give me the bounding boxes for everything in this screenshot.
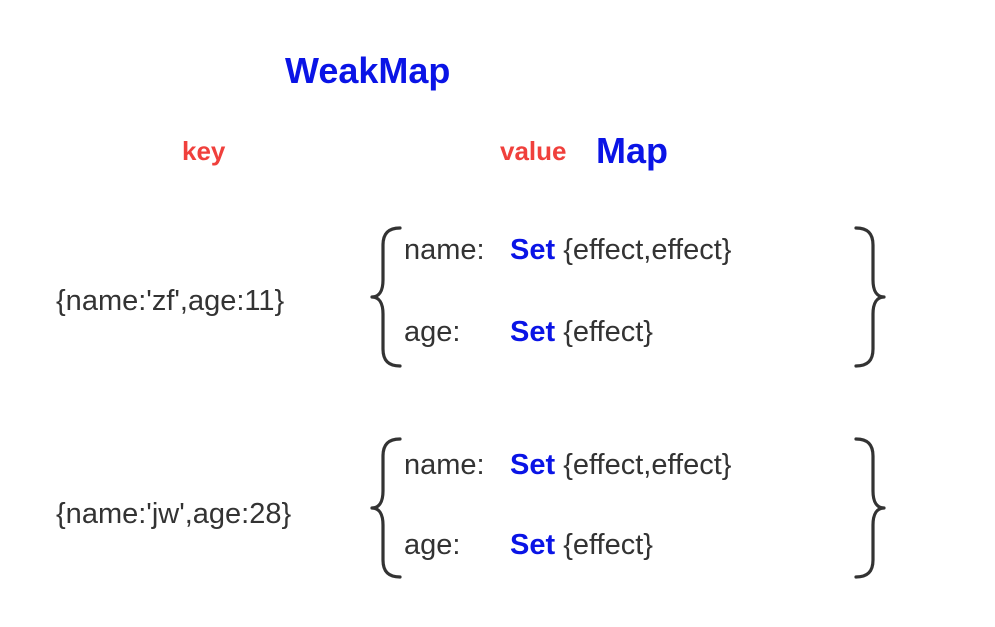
set-keyword: Set (510, 449, 556, 481)
set-values: {effect,effect} (563, 449, 732, 481)
diagram-title: WeakMap (285, 50, 451, 91)
map-property-key: name: (404, 449, 485, 481)
map-row-name: name: Set {effect,effect} (404, 234, 731, 267)
map-property-key: age: (404, 529, 461, 561)
map-row-age: age: Set {effect} (404, 316, 653, 349)
left-curly-brace (370, 226, 402, 368)
entry-key-object: {name:'zf',age:11} (56, 285, 285, 317)
set-keyword: Set (510, 529, 556, 561)
set-values: {effect} (563, 529, 653, 561)
set-values: {effect} (563, 316, 653, 348)
right-curly-brace (854, 437, 886, 579)
set-keyword: Set (510, 234, 556, 266)
value-type-map-label: Map (596, 130, 668, 171)
map-row-age: age: Set {effect} (404, 529, 653, 562)
set-keyword: Set (510, 316, 556, 348)
entry-key-object: {name:'jw',age:28} (56, 498, 292, 530)
map-row-name: name: Set {effect,effect} (404, 449, 731, 482)
left-curly-brace (370, 437, 402, 579)
key-column-header: key (182, 136, 226, 166)
map-property-key: name: (404, 234, 485, 266)
value-column-header: value (500, 136, 567, 166)
right-curly-brace (854, 226, 886, 368)
map-property-key: age: (404, 316, 461, 348)
set-values: {effect,effect} (563, 234, 732, 266)
